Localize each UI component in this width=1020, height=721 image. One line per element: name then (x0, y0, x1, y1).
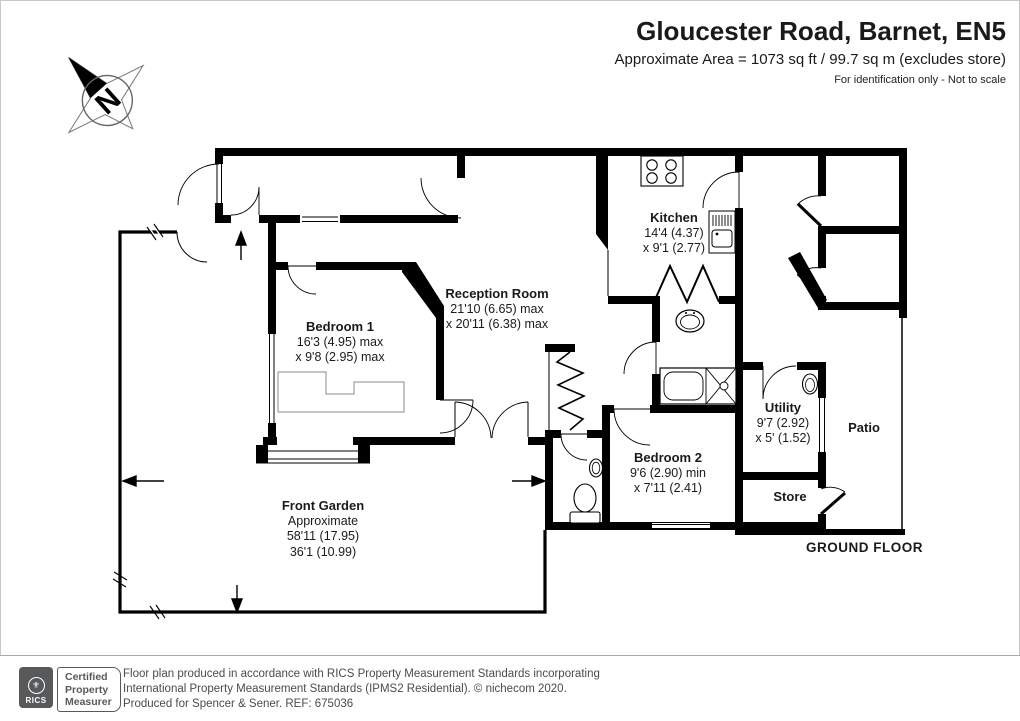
room-dim: 9'7 (2.92) (756, 415, 810, 430)
walls (215, 148, 907, 535)
disclaimer-line: Produced for Spencer & Sener. REF: 67503… (123, 698, 354, 710)
badge-line: Certified (65, 671, 108, 683)
wardrobe-outline (277, 371, 405, 413)
room-label-reception: Reception Room 21'10 (6.65) max x 20'11 … (445, 286, 548, 333)
bifold-door-icon (653, 263, 720, 305)
room-label-kitchen: Kitchen 14'4 (4.37) x 9'1 (2.77) (643, 210, 705, 257)
rics-crest-icon: ⚜ (27, 677, 45, 694)
bathtub-icon (659, 367, 737, 405)
room-name: Kitchen (650, 210, 698, 225)
identification-note: For identification only - Not to scale (834, 74, 1006, 86)
room-name: Bedroom 1 (306, 319, 374, 334)
page-title: Gloucester Road, Barnet, EN5 (636, 16, 1006, 46)
header: Gloucester Road, Barnet, EN5 Approximate… (615, 16, 1006, 86)
badge-line: Property (65, 683, 109, 696)
disclaimer-line: Floor plan produced in accordance with R… (123, 668, 600, 680)
rics-logo: ⚜ RICS (19, 667, 53, 708)
disclaimer-line: International Property Measurement Stand… (123, 683, 567, 695)
accordion-door-icon (548, 351, 586, 431)
disclaimer: Floor plan produced in accordance with R… (123, 667, 600, 712)
footer: ⚜ RICS Certified Property Measurer Floor… (0, 656, 1020, 721)
bedroom2-window (652, 523, 710, 529)
bathroom-sink-icon (675, 309, 705, 333)
room-label-store: Store (773, 489, 806, 505)
room-dim: Approximate (287, 513, 359, 528)
footer-divider (0, 655, 1020, 656)
floor-label: GROUND FLOOR (806, 540, 923, 555)
floorplan-drawing: N (67, 56, 907, 620)
room-dim: x 9'8 (2.95) max (295, 350, 385, 364)
toilet-icon (569, 483, 601, 524)
room-dim: x 5' (1.52) (755, 431, 811, 445)
room-name: Store (773, 489, 807, 504)
room-label-front-garden: Front Garden Approximate 58'11 (17.95) 3… (282, 498, 364, 560)
room-dim: x 9'1 (2.77) (642, 241, 706, 255)
badge-line: Measurer (65, 696, 112, 708)
wc-basin-icon (588, 458, 604, 478)
certified-property-measurer-badge: Certified Property Measurer (57, 667, 121, 712)
room-dim: x 7'11 (2.41) (633, 481, 703, 495)
windows (216, 164, 825, 460)
room-label-utility: Utility 9'7 (2.92) x 5' (1.52) (755, 400, 810, 447)
room-dim: 36'1 (10.99) (289, 544, 357, 559)
room-dim: 58'11 (17.95) (286, 529, 360, 543)
stove-icon (640, 155, 684, 187)
kitchen-sink-icon (708, 210, 736, 254)
room-dim: 9'6 (2.90) min (629, 465, 707, 480)
garden-boundary (112, 223, 547, 620)
room-name: Bedroom 2 (634, 450, 702, 465)
room-name: Utility (764, 400, 802, 415)
rics-logo-text: RICS (25, 696, 47, 705)
room-dim: 21'10 (6.65) max (450, 301, 544, 316)
utility-basin-icon (801, 373, 819, 395)
rics-badge: ⚜ RICS Certified Property Measurer (19, 667, 121, 712)
doors (177, 163, 846, 516)
room-name: Front Garden (281, 498, 365, 513)
room-label-patio: Patio (848, 420, 880, 436)
room-name: Reception Room (445, 286, 549, 301)
room-dim: 16'3 (4.95) max (296, 334, 384, 349)
room-label-bedroom2: Bedroom 2 9'6 (2.90) min x 7'11 (2.41) (630, 450, 706, 497)
compass-icon: N (67, 56, 145, 134)
dimension-arrows (121, 230, 547, 614)
area-summary: Approximate Area = 1073 sq ft / 99.7 sq … (614, 51, 1006, 68)
room-dim: x 20'11 (6.38) max (445, 317, 549, 331)
room-name: Patio (848, 420, 880, 435)
room-dim: 14'4 (4.37) (644, 225, 704, 240)
room-label-bedroom1: Bedroom 1 16'3 (4.95) max x 9'8 (2.95) m… (295, 319, 384, 366)
